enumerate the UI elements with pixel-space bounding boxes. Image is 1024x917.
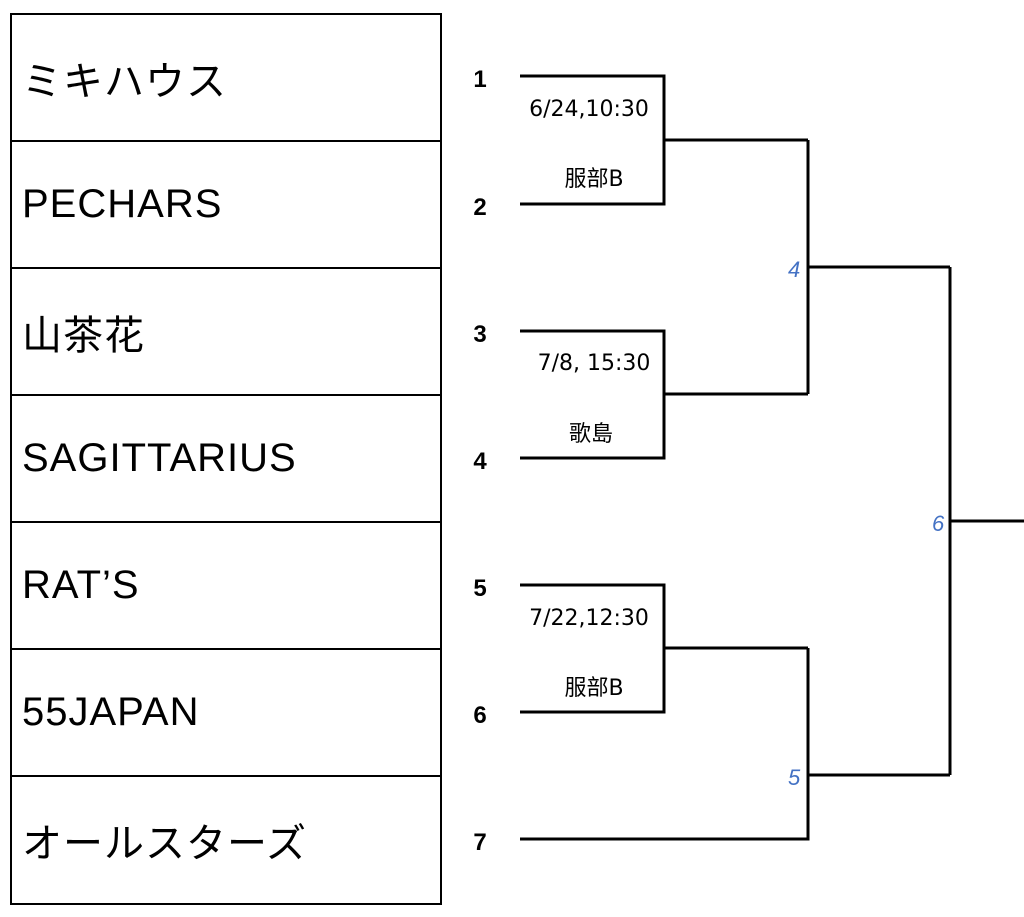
team-cell: オールスターズ — [22, 822, 307, 866]
seed-number: 5 — [473, 575, 487, 602]
team-list: ミキハウス PECHARS 山茶花 SAGITTARIUS RAT’S 55JA… — [10, 13, 442, 905]
seed-number: 3 — [473, 321, 487, 348]
match-number: 4 — [788, 257, 801, 282]
seed-number: 2 — [473, 194, 487, 221]
match-date: 7/8, 15:30 — [537, 351, 651, 376]
team-cell: ミキハウス — [12, 15, 440, 142]
match-number: 5 — [788, 765, 801, 790]
team-cell: 55JAPAN — [12, 650, 440, 777]
seed-number: 4 — [473, 448, 487, 475]
team-cell: SAGITTARIUS — [12, 396, 440, 523]
match-venue: 服部B — [564, 676, 624, 701]
seed-number: 1 — [473, 66, 487, 93]
match-6-bracket — [948, 267, 1024, 775]
seed-number: 7 — [473, 829, 487, 856]
match-venue: 服部B — [564, 167, 624, 192]
team-cell: PECHARS — [12, 142, 440, 269]
team-cell: RAT’S — [12, 523, 440, 650]
match-4-bracket — [806, 140, 950, 394]
match-3-bracket — [520, 583, 808, 714]
match-1-bracket — [520, 74, 808, 206]
seed-number: 6 — [473, 702, 487, 729]
match-date: 6/24,10:30 — [529, 97, 649, 122]
match-date: 7/22,12:30 — [529, 606, 649, 631]
team-cell: 山茶花 — [12, 269, 440, 396]
match-venue: 歌島 — [568, 422, 613, 447]
match-number: 6 — [932, 511, 945, 536]
match-5-bracket — [520, 648, 950, 841]
match-2-bracket — [520, 329, 808, 460]
